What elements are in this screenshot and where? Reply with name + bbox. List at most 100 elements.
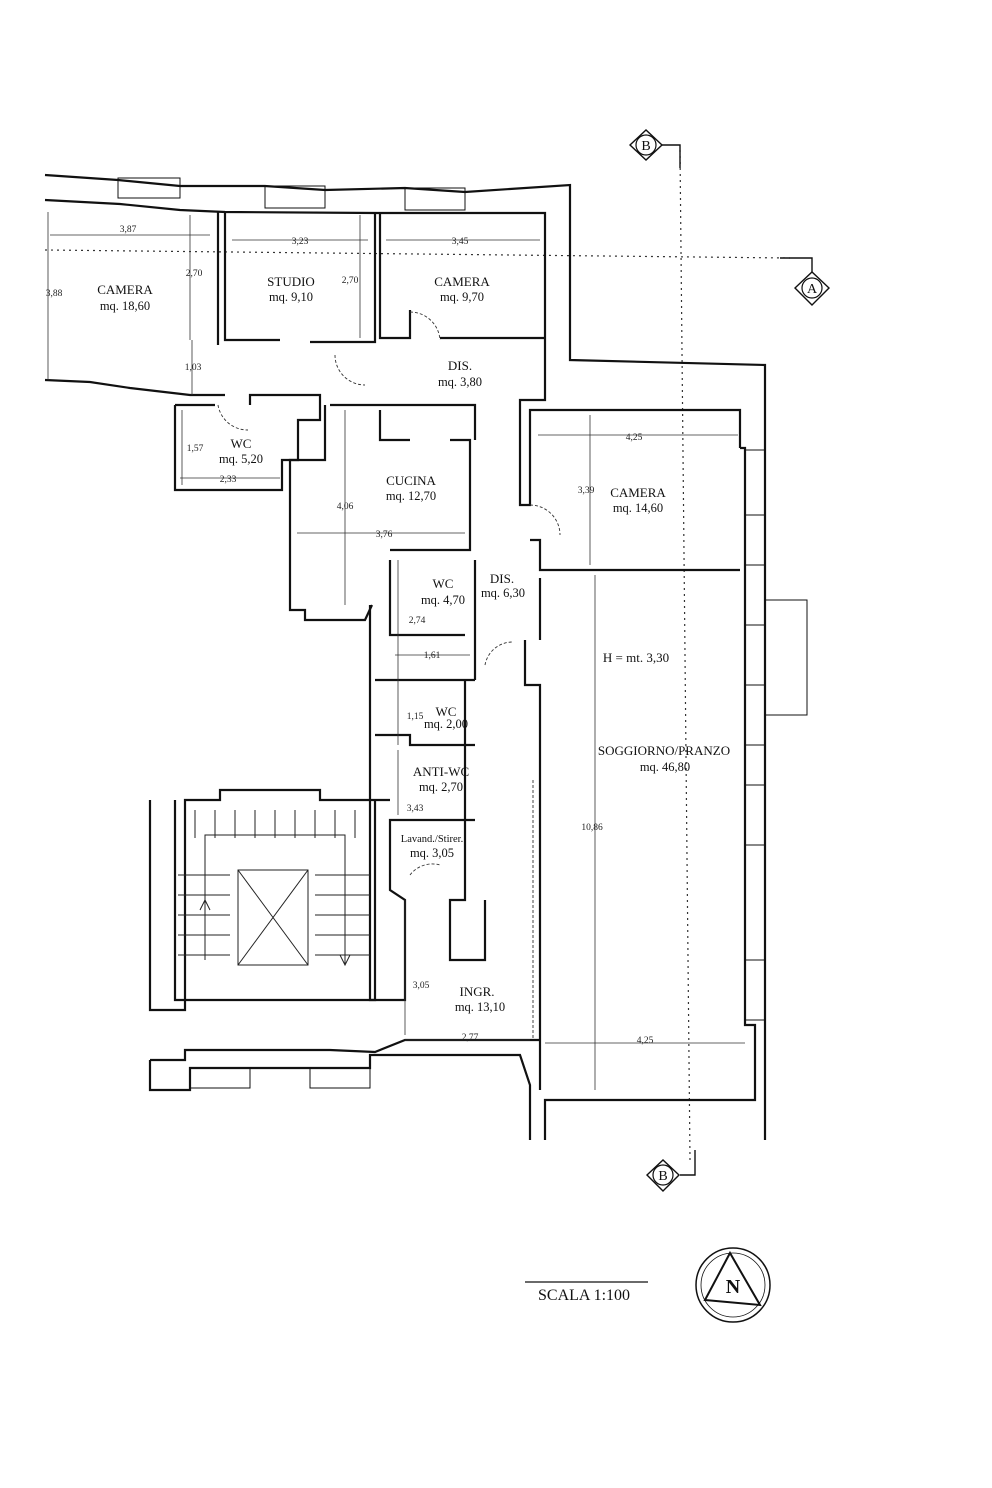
room-camera-west-name: CAMERA xyxy=(97,282,153,297)
window-studio xyxy=(264,185,326,209)
dim-3-23: 3,23 xyxy=(292,237,309,247)
section-a-label: A xyxy=(807,282,818,297)
dim-3-39: 3,39 xyxy=(578,486,595,496)
window-camera-west xyxy=(117,177,181,199)
door-wc-west xyxy=(217,404,249,431)
room-dis-north-name: DIS. xyxy=(448,358,472,373)
stair-flight-east xyxy=(315,874,370,956)
wall-cucina-east xyxy=(390,438,472,552)
room-anti-wc-area: mq. 2,70 xyxy=(419,780,463,794)
room-camera-north-area: mq. 9,70 xyxy=(440,290,484,304)
dim-3-05: 3,05 xyxy=(413,981,430,991)
dim-4-06: 4,06 xyxy=(337,502,354,512)
room-wc-west-name: WC xyxy=(231,436,252,451)
section-axis-a xyxy=(44,249,791,259)
wall-stair-core xyxy=(148,788,390,1012)
section-axes xyxy=(44,144,813,1176)
dim-1-15: 1,15 xyxy=(407,712,424,722)
wall-service-column xyxy=(368,605,475,1002)
north-arrow-icon: N xyxy=(695,1247,771,1323)
section-b-bottom-bracket xyxy=(680,1150,696,1176)
dim-3-76: 3,76 xyxy=(376,530,393,540)
room-labels: CAMERA mq. 18,60 STUDIO mq. 9,10 CAMERA … xyxy=(97,274,730,1014)
elevator-shaft xyxy=(237,869,309,966)
scale-label: SCALA 1:100 xyxy=(538,1287,630,1304)
room-camera-east-name: CAMERA xyxy=(610,485,666,500)
room-wc-mid-area: mq. 4,70 xyxy=(421,593,465,607)
height-note: H = mt. 3,30 xyxy=(603,650,669,665)
wall-anti-wc-top xyxy=(375,733,475,747)
wall-cucina-north xyxy=(330,403,477,440)
dim-4-25-a: 4,25 xyxy=(626,433,643,443)
door-dis-mid xyxy=(484,641,514,666)
scale-block: SCALA 1:100 xyxy=(525,1281,648,1304)
dim-3-88: 3,88 xyxy=(46,289,63,299)
door-camera-north xyxy=(409,311,441,341)
room-ingr-name: INGR. xyxy=(459,984,494,999)
room-soggiorno-name: SOGGIORNO/PRANZO xyxy=(598,743,730,758)
stair-direction-line xyxy=(204,834,346,965)
dim-2-77: 2,77 xyxy=(462,1033,479,1043)
wall-lavand-east xyxy=(448,680,487,962)
windows xyxy=(117,177,808,1089)
room-studio-name: STUDIO xyxy=(267,274,315,289)
window-living-3 xyxy=(744,784,766,846)
wall-camera-north xyxy=(378,213,412,340)
door-studio xyxy=(334,354,366,386)
window-south-2 xyxy=(309,1067,371,1089)
wall-studio-east xyxy=(310,213,377,344)
wall-living-west xyxy=(523,640,542,1040)
room-dis-mid-name: DIS. xyxy=(490,571,514,586)
room-dis-north-area: mq. 3,80 xyxy=(438,375,482,389)
wall-cucina-niche xyxy=(378,410,410,442)
window-living-4 xyxy=(744,959,766,1021)
stair-arrow-up xyxy=(199,898,211,911)
room-camera-north-name: CAMERA xyxy=(434,274,490,289)
dim-1-57: 1,57 xyxy=(187,444,204,454)
dimension-lines xyxy=(47,212,745,1090)
west-camera-south-wall xyxy=(44,378,225,397)
section-a-bracket xyxy=(780,257,813,275)
dim-3-43: 3,43 xyxy=(407,804,424,814)
door-swings xyxy=(217,311,561,1040)
room-camera-east-area: mq. 14,60 xyxy=(613,501,663,515)
stair-flight-west xyxy=(178,874,230,956)
room-cucina-area: mq. 12,70 xyxy=(386,489,436,503)
north-inner-wall xyxy=(44,198,742,507)
room-wc-mid-name: WC xyxy=(433,576,454,591)
south-inner-wall xyxy=(150,1038,540,1062)
north-label: N xyxy=(726,1276,741,1298)
window-camera-north xyxy=(404,187,466,211)
dim-1-61: 1,61 xyxy=(424,651,441,661)
room-camera-west-area: mq. 18,60 xyxy=(100,299,150,313)
section-b-top-label: B xyxy=(641,139,650,154)
balcony xyxy=(764,599,808,716)
room-studio-area: mq. 9,10 xyxy=(269,290,313,304)
section-b-bottom-label: B xyxy=(658,1169,667,1184)
section-marker-a: A xyxy=(793,271,831,306)
window-south-1 xyxy=(189,1067,251,1089)
section-axis-b xyxy=(679,149,691,1161)
elevator-cross-2 xyxy=(237,869,309,966)
east-inner-wall xyxy=(543,446,757,1140)
interior-walls xyxy=(148,212,740,1040)
dim-3-87: 3,87 xyxy=(120,225,137,235)
door-lavand xyxy=(409,863,441,876)
dim-4-25-b: 4,25 xyxy=(637,1036,654,1046)
dim-1-03: 1,03 xyxy=(185,363,202,373)
room-wc-small-name: WC xyxy=(436,704,457,719)
room-anti-wc-name: ANTI-WC xyxy=(413,764,469,779)
window-living-2 xyxy=(744,684,766,746)
dim-2-74: 2,74 xyxy=(409,616,426,626)
wall-camera-east-south xyxy=(530,538,740,572)
dim-2-70-a: 2,70 xyxy=(186,269,203,279)
dim-10-86: 10,86 xyxy=(581,823,603,833)
section-b-top-bracket xyxy=(660,144,681,168)
room-ingr-area: mq. 13,10 xyxy=(455,1000,505,1014)
section-marker-b-top: B xyxy=(628,129,664,161)
wall-wc-west-door xyxy=(248,393,322,405)
room-soggiorno-area: mq. 46,80 xyxy=(640,760,690,774)
room-cucina-name: CUCINA xyxy=(386,473,436,488)
wall-studio-west xyxy=(223,213,280,342)
